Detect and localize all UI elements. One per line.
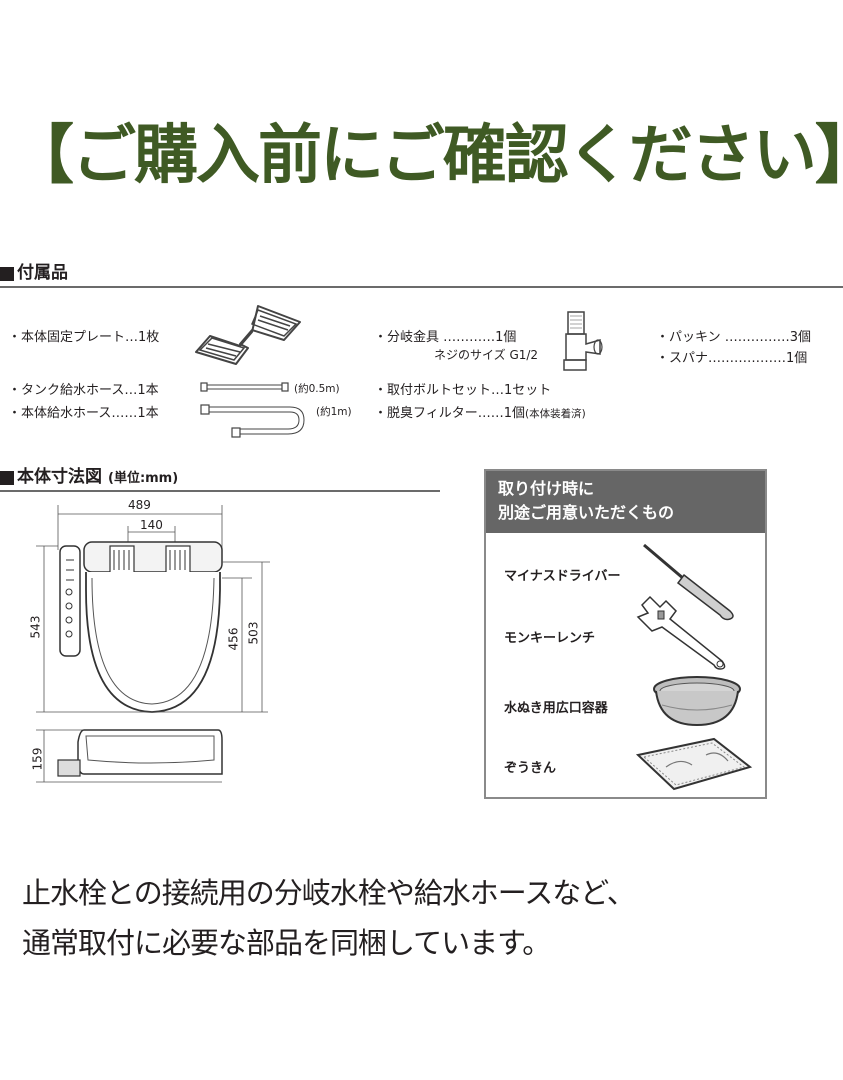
body-hose-icon: [200, 404, 305, 438]
tool-basin-label: 水ぬき用広口容器: [504, 701, 608, 716]
accessory-item-deodorizing-filter: ・脱臭フィルター……1個(本体装着済): [374, 402, 586, 421]
branch-fitting-icon: [563, 311, 603, 371]
tank-hose-length: (約0.5m): [294, 383, 340, 395]
accessory-item-tank-hose: ・タンク給水ホース…1本: [8, 383, 159, 398]
footer-line2: 通常取付に必要な部品を同梱しています。: [22, 926, 551, 960]
required-tools-box: 取り付け時に 別途ご用意いただくもの マイナスドライバー モンキーレンチ 水ぬき…: [484, 469, 767, 799]
dimension-depth: 543: [28, 615, 43, 639]
footer-note: 止水栓との接続用の分岐水栓や給水ホースなど、 通常取付に必要な部品を同梱していま…: [22, 868, 842, 968]
square-bullet-icon: [0, 471, 14, 485]
dimensions-unit: (単位:mm): [108, 471, 179, 486]
tool-screwdriver-label: マイナスドライバー: [504, 569, 621, 584]
body-hose-length: (約1m): [316, 406, 352, 418]
deodorizing-filter-note: (本体装着済): [525, 408, 586, 420]
accessory-item-bolt-set: ・取付ボルトセット…1セット: [374, 383, 552, 398]
tool-wrench-label: モンキーレンチ: [504, 631, 596, 646]
dimension-hinge-spacing: 140: [140, 518, 163, 532]
required-tools-header: 取り付け時に 別途ご用意いただくもの: [486, 471, 765, 533]
accessories-heading-text: 付属品: [17, 263, 68, 283]
square-bullet-icon: [0, 267, 14, 281]
fixing-plate-icon: [195, 305, 301, 365]
dimensions-heading-text: 本体寸法図: [17, 467, 102, 487]
screwdriver-icon: [643, 543, 734, 621]
footer-line1: 止水栓との接続用の分岐水栓や給水ホースなど、: [22, 876, 636, 910]
cloth-icon: [635, 737, 753, 791]
dimension-seat-depth-456: 456: [226, 627, 241, 651]
tools-heading-line1: 取り付け時に: [498, 479, 595, 498]
dimensions-heading: 本体寸法図 (単位:mm): [0, 466, 440, 492]
accessory-item-branch-fitting: ・分岐金具 …………1個: [374, 330, 517, 345]
tank-hose-icon: [200, 382, 289, 392]
deodorizing-filter-label: ・脱臭フィルター……1個: [374, 406, 526, 421]
accessory-item-packing: ・パッキン ……………3個: [656, 330, 812, 345]
dimension-seat-depth-503: 503: [246, 621, 261, 645]
accessory-item-body-hose: ・本体給水ホース……1本: [8, 406, 159, 421]
tools-heading-line2: 別途ご用意いただくもの: [498, 503, 675, 522]
accessory-item-spanner: ・スパナ………………1個: [656, 351, 808, 366]
tool-cloth-label: ぞうきん: [504, 761, 557, 776]
adjustable-wrench-icon: [636, 595, 726, 670]
basin-icon: [653, 676, 741, 727]
accessory-item-fixing-plate: ・本体固定プレート…1枚: [8, 330, 160, 345]
dimension-height: 159: [30, 747, 45, 771]
page-title-banner: 【ご購入前にご確認ください】: [0, 100, 843, 200]
banner-title: 【ご購入前にご確認ください】: [10, 119, 843, 193]
branch-fitting-thread-size: ネジのサイズ G1/2: [434, 348, 539, 362]
dimension-width: 489: [128, 498, 151, 512]
toilet-seat-dimension-drawing: [36, 505, 270, 783]
accessories-heading: 付属品: [0, 262, 843, 288]
